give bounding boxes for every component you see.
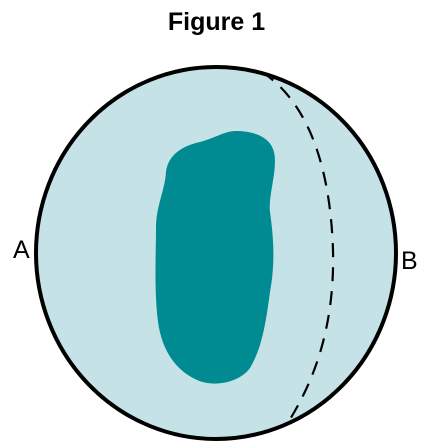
label-b: B [401, 247, 418, 276]
label-a: A [13, 236, 30, 265]
nucleus-blob [156, 131, 275, 384]
